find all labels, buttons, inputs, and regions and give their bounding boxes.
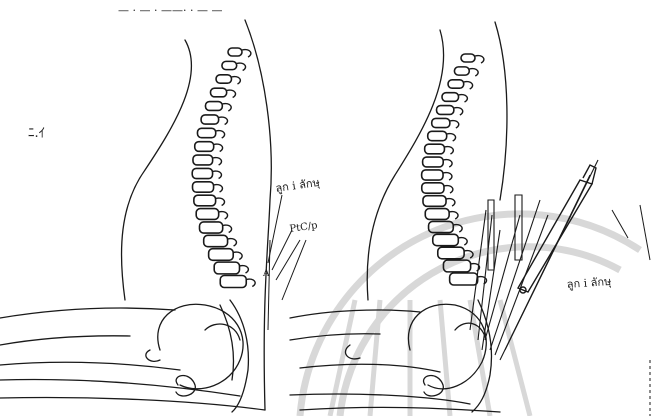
spinous-process [464, 82, 473, 89]
left-panel [0, 20, 271, 412]
left-label-lower: PtC/p [289, 220, 318, 235]
spinous-process [449, 212, 458, 219]
spinous-process [214, 185, 223, 192]
vertebra [192, 168, 212, 178]
right-body-outline-back [495, 22, 507, 200]
vertebra [454, 67, 469, 75]
vertebra [428, 131, 447, 140]
spinous-process [216, 198, 225, 205]
vertebra [461, 54, 475, 62]
spinous-process [213, 171, 222, 178]
vertebra [205, 102, 222, 111]
spinous-process [444, 186, 453, 193]
vertebra [216, 75, 231, 83]
spinous-process [469, 69, 478, 76]
vertebra [196, 209, 218, 220]
spinous-process [239, 266, 248, 273]
vertebra [222, 61, 237, 69]
vertebra [422, 170, 443, 180]
spinous-process [447, 134, 456, 141]
vertebra [194, 195, 216, 206]
vertebra [200, 222, 223, 233]
vertebra [201, 115, 219, 124]
vertebra [220, 276, 246, 288]
left-body-outline-front [122, 40, 192, 300]
vertebra [209, 249, 234, 261]
vertebra [437, 106, 454, 115]
vertebra [448, 80, 464, 88]
vertebra [193, 182, 214, 192]
right-body-outline-front [367, 30, 443, 300]
vertebra [442, 93, 458, 102]
vertebra [423, 157, 444, 167]
vertebra [228, 48, 242, 56]
left-body-outline-back [245, 20, 271, 410]
spinous-process [222, 104, 231, 111]
spinous-process [246, 279, 255, 286]
vertebra [214, 262, 239, 274]
spinous-process [231, 77, 240, 84]
vertebra [193, 155, 213, 165]
top-scribble: — · — · ——· · — — [118, 4, 222, 17]
left-spine [192, 48, 255, 288]
vertebra [211, 88, 227, 97]
spinous-process [446, 199, 455, 206]
spinous-process [233, 252, 242, 259]
spinous-process [475, 56, 484, 63]
left-pelvis [158, 304, 243, 389]
spinous-process [213, 158, 222, 165]
spinous-process [454, 108, 463, 115]
spinous-process [219, 117, 228, 124]
spinous-process [242, 50, 251, 57]
spinous-process [216, 131, 225, 138]
vertebra [433, 234, 459, 245]
spinous-process [443, 160, 452, 167]
vertebra [423, 196, 446, 207]
spinous-process [228, 239, 237, 246]
vertebra [197, 128, 215, 137]
spinous-process [459, 95, 468, 102]
vertebra [432, 118, 450, 127]
watermark [300, 214, 640, 416]
right-label: ลูก i ลักษุ [566, 275, 611, 291]
vertebra [204, 235, 228, 246]
spinous-process [219, 212, 228, 219]
spinous-process [444, 147, 453, 154]
vertebra [450, 273, 478, 285]
spinous-process [450, 121, 459, 128]
vertebra [422, 183, 444, 193]
side-mark: ﾆ.ｲ [28, 126, 45, 141]
spinous-process [443, 173, 452, 180]
left-label-upper: ลูก i ลักษุ [275, 176, 321, 195]
left-marker-a: A [262, 269, 270, 279]
probe-rod [518, 165, 596, 293]
left-thigh-line [0, 308, 175, 318]
vertebra [195, 142, 214, 152]
vertebra [425, 209, 449, 220]
spinous-process [214, 144, 223, 151]
left-annotations [268, 195, 306, 330]
spinous-process [458, 238, 467, 245]
spinous-process [223, 225, 232, 232]
spinous-process [227, 90, 236, 97]
vertebra [425, 144, 445, 154]
spinous-process [237, 63, 246, 70]
